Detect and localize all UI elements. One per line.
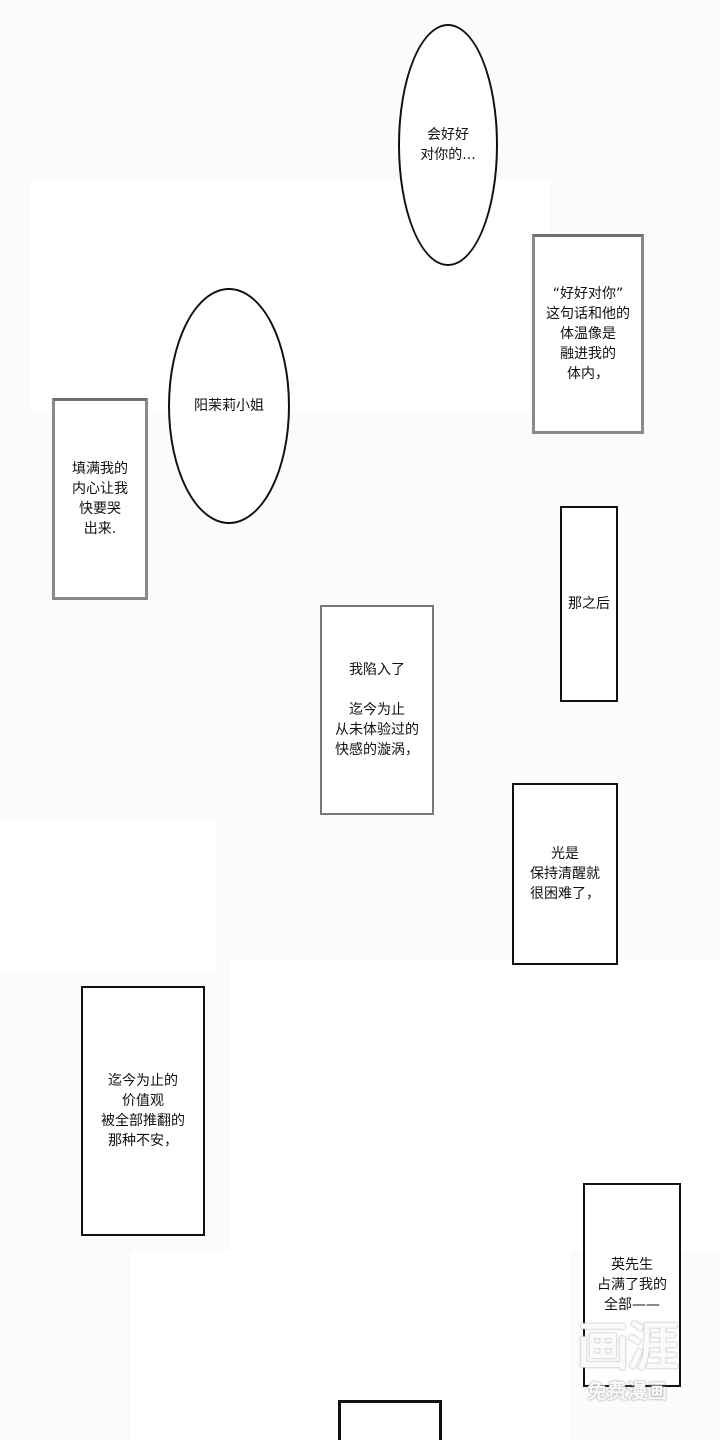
bubble-text: 会好好 对你的...	[420, 127, 476, 163]
narration-box-body-heat: “好好对你” 这句话和他的 体温像是 融进我的 体内，	[532, 234, 644, 434]
background-panel	[0, 820, 215, 970]
narration-text: “好好对你” 这句话和他的 体温像是 融进我的 体内，	[546, 286, 630, 382]
narration-text: 我陷入了 迄今为止 从未体验过的 快感的漩涡，	[335, 662, 419, 758]
narration-box-filled-everything: 英先生 占满了我的 全部——	[583, 1183, 681, 1387]
narration-text: 光是 保持清醒就 很困难了，	[530, 846, 600, 902]
speech-bubble-name: 阳茉莉小姐	[168, 288, 290, 524]
narration-box-after-that: 那之后	[560, 506, 618, 702]
narration-text: 迄今为止的 价值观 被全部推翻的 那种不安，	[101, 1073, 185, 1149]
narration-box-partial	[338, 1400, 442, 1440]
narration-text: 英先生 占满了我的 全部——	[597, 1257, 667, 1313]
narration-text: 填满我的 内心让我 快要哭 出来.	[72, 461, 128, 537]
bubble-text: 阳茉莉小姐	[194, 398, 264, 414]
narration-box-vortex: 我陷入了 迄今为止 从未体验过的 快感的漩涡，	[320, 605, 434, 815]
narration-box-stay-awake: 光是 保持清醒就 很困难了，	[512, 783, 618, 965]
speech-bubble-promise: 会好好 对你的...	[398, 24, 498, 266]
narration-box-fill-heart: 填满我的 内心让我 快要哭 出来.	[52, 398, 148, 600]
narration-box-anxiety: 迄今为止的 价值观 被全部推翻的 那种不安，	[81, 986, 205, 1236]
narration-text: 那之后	[568, 596, 610, 612]
